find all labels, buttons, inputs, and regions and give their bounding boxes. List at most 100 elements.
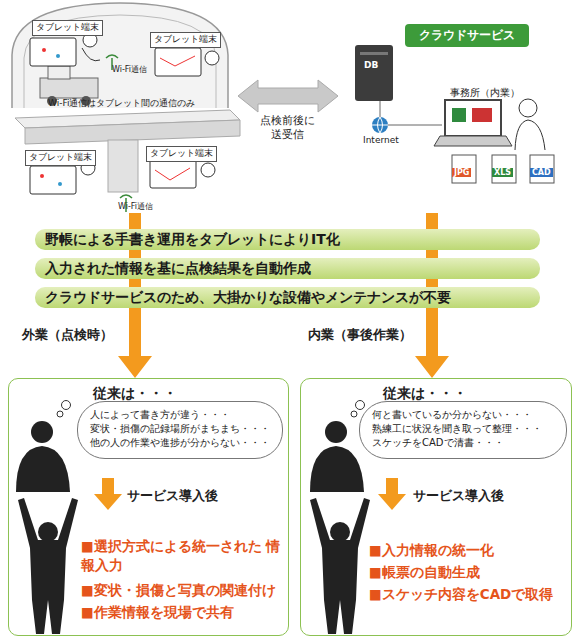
- benefit-item: ■帳票の自動生成: [369, 563, 480, 582]
- label: DB: [364, 60, 378, 70]
- small-arrow: [386, 478, 398, 494]
- server: [355, 45, 393, 101]
- person-happy: [18, 498, 370, 634]
- benefit-item: ■変状・損傷と写真の関連付け: [81, 581, 276, 600]
- person-worried: [57, 411, 63, 417]
- small-arrow: [94, 478, 406, 510]
- person-worried: [356, 401, 365, 410]
- office: [519, 99, 537, 117]
- comparison-panel: 従来は・・・サービス導入後■選択方式による統一された 情報入力■変状・損傷と写真…: [8, 378, 289, 636]
- node-text: 人によって書き方が違う・・・: [90, 408, 270, 422]
- speech-bubble: 何と書いているか分からない・・・熟練工に状況を聞き取って整理・・・スケッチをCA…: [359, 401, 567, 459]
- office: [530, 155, 554, 183]
- tunnel: [160, 56, 195, 66]
- node-text: タブレット端末: [36, 22, 99, 34]
- person-happy: [310, 498, 370, 634]
- tunnel: [205, 51, 219, 65]
- bridge: [201, 163, 215, 177]
- tunnel: [12, 3, 228, 108]
- label: Internet: [363, 135, 399, 145]
- benefit-item: ■選択方式による統一された 情報入力: [81, 537, 286, 575]
- bridge: [58, 182, 62, 186]
- feature-band: 野帳による手書き運用をタブレットによりIT化: [35, 229, 540, 250]
- tunnel: [155, 48, 201, 76]
- bridge: [30, 166, 76, 194]
- double-arrow: [238, 80, 338, 112]
- office: [515, 120, 545, 150]
- speech-bubble: 人によって書き方が違う・・・変状・損傷の記録場所がまちまち・・・他の人の作業や進…: [77, 401, 283, 459]
- tunnel: [42, 48, 46, 52]
- person-worried: [62, 401, 71, 410]
- node-text: クラウドサービス: [419, 27, 515, 44]
- node-text: スケッチをCADで清書・・・: [372, 436, 554, 450]
- benefit-item: ■スケッチ内容をCADで取得: [369, 585, 553, 604]
- node-text: 入力された情報を基に点検結果を自動作成: [45, 259, 530, 278]
- tunnel: [56, 54, 60, 58]
- bridge: [155, 168, 190, 180]
- label: 外業（点検時）: [20, 326, 115, 344]
- tablet-label: タブレット端末: [150, 32, 221, 48]
- node-text: タブレット端末: [154, 34, 217, 46]
- server: [388, 125, 442, 126]
- node-text: タブレット端末: [29, 152, 92, 164]
- label: Wi-Fi通信: [118, 201, 153, 212]
- person-worried: [16, 446, 70, 492]
- office: [434, 99, 554, 183]
- flow-arrow: [118, 308, 152, 378]
- node-text: クラウドサービスのため、大掛かりな設備やメンテナンスが不要: [45, 288, 530, 307]
- office: [452, 155, 476, 183]
- tablet-label: タブレット端末: [146, 146, 217, 162]
- person-worried: [351, 411, 357, 417]
- server: [355, 45, 442, 133]
- label: CAD: [530, 168, 553, 177]
- node-text: 熟練工に状況を聞き取って整理・・・: [372, 422, 554, 436]
- label: 事務所（内業）: [450, 86, 520, 100]
- after-heading: サービス導入後: [413, 487, 504, 505]
- server: [380, 101, 381, 117]
- node-text: 他の人の作業や進捗が分からない・・・: [90, 436, 270, 450]
- bridge: [108, 140, 138, 192]
- benefit-item: ■入力情報の統一化: [369, 541, 494, 560]
- node-text: 野帳による手書き運用をタブレットによりIT化: [45, 230, 530, 249]
- tablet-label: タブレット端末: [32, 20, 103, 36]
- small-arrow: [378, 494, 406, 510]
- tunnel: [40, 78, 98, 98]
- feature-band: クラウドサービスのため、大掛かりな設備やメンテナンスが不要: [35, 287, 540, 308]
- label: 点検前後に 送受信: [254, 114, 320, 142]
- tunnel: [30, 38, 76, 66]
- tunnel: [24, 15, 216, 108]
- server: [372, 117, 388, 133]
- server: [372, 117, 388, 133]
- node-text: タブレット端末: [150, 148, 213, 160]
- server: [360, 52, 388, 55]
- label: JPG: [452, 168, 471, 177]
- tablet-label: タブレット端末: [25, 150, 96, 166]
- office: [452, 108, 466, 122]
- node-text: 変状・損傷の記録場所がまちまち・・・: [90, 422, 270, 436]
- person-worried: [310, 446, 364, 492]
- tunnel: [12, 3, 228, 108]
- node-text: 何と書いているか分からない・・・: [372, 408, 554, 422]
- service-box: クラウドサービス: [405, 24, 529, 47]
- person-happy: [38, 522, 58, 542]
- office: [472, 108, 492, 122]
- person-worried: [31, 421, 53, 443]
- person-worried: [325, 421, 347, 443]
- tunnel: [82, 48, 100, 61]
- office: [492, 155, 516, 183]
- tunnel: [48, 66, 70, 79]
- label: XLS: [492, 168, 513, 177]
- flow-arrow: [415, 308, 449, 378]
- office: [445, 100, 501, 136]
- label: 内業（事後作業）: [306, 326, 414, 344]
- small-arrow: [94, 494, 122, 510]
- person-happy: [330, 522, 350, 542]
- after-heading: サービス導入後: [127, 487, 218, 505]
- feature-band: 入力された情報を基に点検結果を自動作成: [35, 258, 540, 279]
- small-arrow: [102, 478, 114, 494]
- person-happy: [18, 498, 78, 634]
- person-worried: [16, 401, 365, 493]
- bridge: [40, 174, 44, 178]
- bridge: [150, 160, 196, 188]
- comparison-panel: 従来は・・・サービス導入後■入力情報の統一化■帳票の自動生成■スケッチ内容をCA…: [300, 378, 572, 636]
